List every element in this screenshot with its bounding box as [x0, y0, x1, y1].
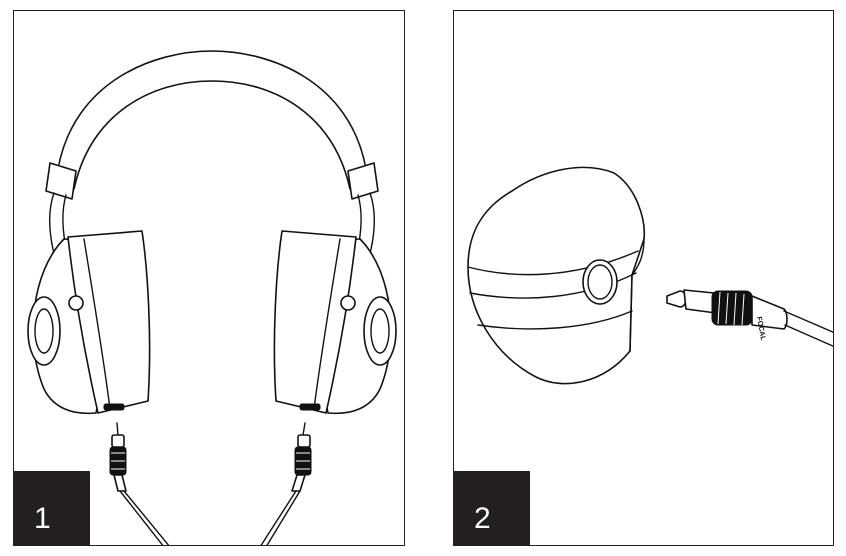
left-earpad: [67, 230, 151, 414]
left-hinge-button: [68, 295, 84, 311]
left-grille: [27, 296, 61, 366]
step-2-panel: FOCAL 2: [453, 10, 834, 546]
left-cable-plug: [109, 422, 170, 545]
step-number: 2: [474, 502, 491, 535]
right-earpad: [273, 230, 357, 414]
jack-plug: FOCAL: [666, 289, 833, 347]
step-number-badge: 1: [14, 471, 90, 545]
right-socket: [299, 403, 321, 411]
right-hinge-button: [340, 295, 356, 311]
headband-right-block: [347, 162, 379, 200]
headband-left-block: [45, 162, 77, 200]
step-number-badge: 2: [454, 471, 530, 545]
headband: [57, 50, 367, 190]
brand-mark: FOCAL: [755, 316, 766, 342]
step-number: 1: [34, 502, 51, 535]
left-socket: [103, 403, 125, 411]
right-cable-plug: [260, 422, 312, 545]
earcup-closeup: [467, 166, 646, 385]
socket-closeup-illustration: FOCAL: [467, 166, 833, 385]
headphones-illustration: [27, 50, 397, 545]
step-1-panel: 1: [13, 10, 405, 546]
right-grille: [363, 296, 397, 366]
